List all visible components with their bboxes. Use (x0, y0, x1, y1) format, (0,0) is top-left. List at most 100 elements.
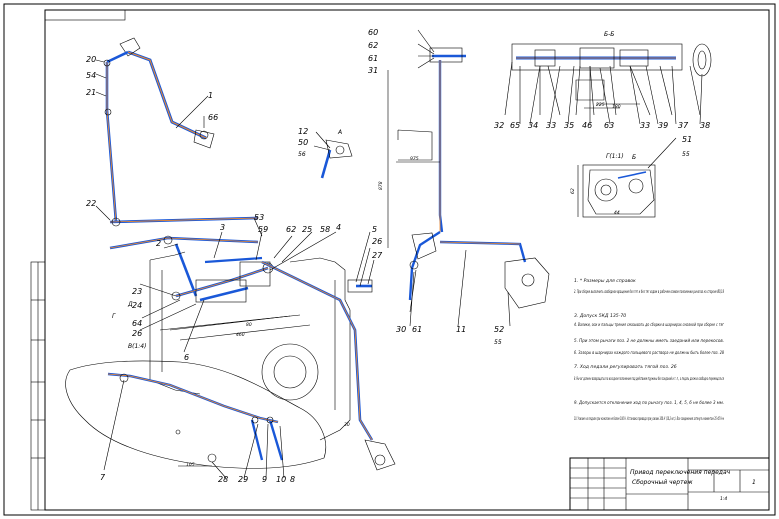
dimension-lines (169, 70, 620, 331)
callout-61b: 61 (412, 325, 422, 334)
callout-20: 20 (86, 55, 96, 64)
section-bb-view (504, 43, 712, 116)
callout-60: 60 (368, 28, 378, 37)
callout-62b: 62 (368, 41, 378, 50)
technical-notes: 1. * Размеры для справок 2. При сборке в… (574, 278, 724, 422)
callout-31: 31 (368, 66, 378, 75)
view-g-label: Г(1:1) (606, 153, 624, 160)
long-sweep-rod (261, 260, 396, 471)
mark-v-label: В(1:4) (128, 343, 146, 350)
callout-62: 62 (286, 225, 296, 234)
note-10: 10. Усилие на педали при нажатии не боле… (574, 416, 724, 422)
callout-30: 30 (396, 325, 406, 334)
callout-65: 65 (510, 121, 520, 130)
dim-225: 225 (596, 102, 605, 108)
callout-22: 22 (86, 199, 96, 208)
callout-51: 51 (682, 135, 692, 144)
dim-975: 975 (410, 156, 419, 162)
view-labels: Б-Б Г(1:1) А Б В(1:4) Г Д 975 878 225 10… (112, 31, 636, 468)
callout-28: 28 (218, 475, 228, 484)
dim-30: 30 (344, 422, 350, 428)
reference-stamp (44, 9, 126, 21)
note-8: 8. Рычаг должен возвращаться в исходное … (574, 376, 724, 382)
callout-labels: 20 54 21 22 1 66 12 50 56 53 2 3 59 62 2… (86, 28, 710, 484)
callout-24: 24 (132, 301, 142, 310)
dim-62: 62 (570, 188, 576, 194)
upper-horizontal-rod (109, 216, 259, 227)
callout-27: 27 (372, 251, 383, 260)
callout-35: 35 (564, 121, 574, 130)
callout-34: 34 (528, 121, 538, 130)
note-7: 7. Ход педали регулировать тягой поз. 26 (574, 364, 677, 370)
callout-64: 64 (132, 319, 142, 328)
inner-frame (44, 9, 770, 511)
section-bb-label: Б-Б (604, 31, 614, 38)
callout-53: 53 (254, 213, 264, 222)
mark-g-label: Г (112, 313, 116, 320)
callout-63: 63 (604, 121, 614, 130)
callout-46: 46 (582, 121, 592, 130)
engine-outline (149, 251, 351, 441)
gear-lever (119, 37, 215, 149)
dim-180: 180 (612, 104, 621, 110)
callout-11: 11 (456, 325, 466, 334)
callout-23: 23 (132, 287, 142, 296)
callout-8: 8 (290, 475, 295, 484)
callout-66: 66 (208, 113, 218, 122)
note-4: 4. Валики, оси и пальцы трения смазывать… (574, 322, 724, 328)
callout-55b: 55 (494, 339, 502, 346)
callout-59: 59 (258, 225, 268, 234)
callout-7: 7 (100, 473, 106, 482)
callout-10: 10 (276, 475, 286, 484)
title-name: Привод переключения передач (630, 469, 731, 476)
view-g-detail (582, 164, 656, 218)
mark-d-label: Д (127, 301, 133, 308)
callout-50: 50 (298, 138, 308, 147)
callout-58: 58 (320, 225, 330, 234)
title-scale: 1:4 (720, 496, 727, 502)
note-1: 1. * Размеры для справок (574, 278, 636, 284)
mark-b-label: Б (632, 154, 636, 161)
dim-80: 80 (246, 322, 252, 328)
note-2: 2. При сборке выполнить свободное вращен… (574, 288, 724, 295)
callout-56: 56 (298, 151, 306, 158)
callout-3: 3 (220, 223, 225, 232)
callout-5: 5 (372, 225, 377, 234)
callout-26: 26 (132, 329, 142, 338)
callout-4: 4 (336, 223, 341, 232)
callout-38: 38 (700, 121, 710, 130)
callout-29: 29 (238, 475, 248, 484)
callout-54: 54 (86, 71, 96, 80)
callout-32: 32 (494, 121, 504, 130)
title-sheet: 1 (752, 479, 756, 486)
callout-37: 37 (678, 121, 689, 130)
dim-105: 105 (186, 462, 195, 468)
callout-12: 12 (298, 127, 308, 136)
callout-2: 2 (156, 239, 161, 248)
main-vertical-rod (103, 50, 129, 223)
callout-6: 6 (184, 353, 189, 362)
callout-52: 52 (494, 325, 504, 334)
note-9: 9. Допускается отклонение ход по рычагу … (574, 400, 724, 406)
lower-crank-assembly (109, 235, 274, 303)
callout-26b: 26 (372, 237, 382, 246)
gearbox-bottom-view (65, 360, 326, 469)
callout-1: 1 (208, 91, 213, 100)
detail-a-part12 (320, 139, 353, 179)
callout-39: 39 (658, 121, 668, 130)
note-3: 3. Допуск 5КД 135-70 (574, 313, 626, 319)
callout-61: 61 (368, 54, 378, 63)
dim-44: 44 (614, 210, 620, 216)
callout-55a: 55 (682, 151, 690, 158)
title-subtitle: Сборочный чертеж (632, 479, 693, 486)
view-a-label: А (337, 129, 342, 136)
callout-9: 9 (262, 475, 267, 484)
callout-33b: 33 (640, 121, 650, 130)
outer-frame (3, 3, 776, 516)
note-6: 6. Зазоры в шарнирах каждого пальцевого … (574, 350, 724, 356)
callout-21: 21 (86, 88, 96, 97)
leader-lines (95, 29, 703, 479)
callout-33: 33 (546, 121, 556, 130)
upper-right-shift-rods (397, 47, 550, 309)
